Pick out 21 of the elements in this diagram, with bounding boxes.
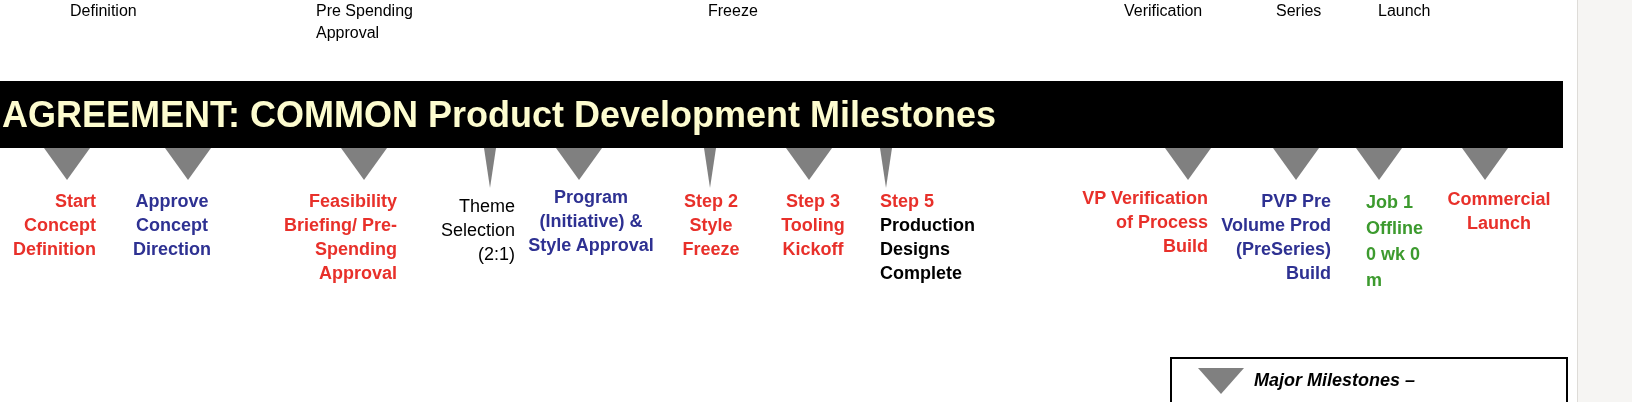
title: AGREEMENT: COMMON Product Development Milestones — [2, 96, 997, 133]
milestone-label: Job 1 Offline 0 wk 0 m — [1366, 191, 1424, 292]
milestone-label: Pre Spending Approval — [316, 1, 414, 43]
milestone-label: Theme Selection (2:1) — [439, 195, 515, 266]
milestone-label: Definition — [70, 1, 138, 21]
milestone-label: VP Verification of Process Build — [1081, 187, 1208, 258]
milestone-label: Launch — [1378, 1, 1432, 21]
milestone-label: Step 3 Tooling Kickoff — [780, 190, 846, 261]
milestone-label: Approve Concept Direction — [132, 190, 212, 261]
milestone-label: Verification — [1124, 1, 1204, 21]
milestone-label: Step 2 Style Freeze — [681, 190, 741, 261]
milestone-label: Program (Initiative) & Style Approval — [527, 186, 655, 257]
milestone-label: PVP Pre Volume Prod (PreSeries) Build — [1220, 190, 1331, 285]
milestone-label: Series — [1276, 1, 1323, 21]
milestone-label: Step 5 — [880, 190, 936, 213]
milestone-label: Freeze — [708, 1, 759, 21]
milestone-label: Commercial Launch — [1446, 188, 1552, 235]
milestone-label: Feasibility Briefing/ Pre-Spending Approval — [282, 190, 397, 285]
legend-label: Major Milestones – — [1254, 369, 1416, 392]
milestone-label: Production Designs Complete — [880, 214, 976, 285]
milestone-label: Start Concept Definition — [12, 190, 96, 261]
